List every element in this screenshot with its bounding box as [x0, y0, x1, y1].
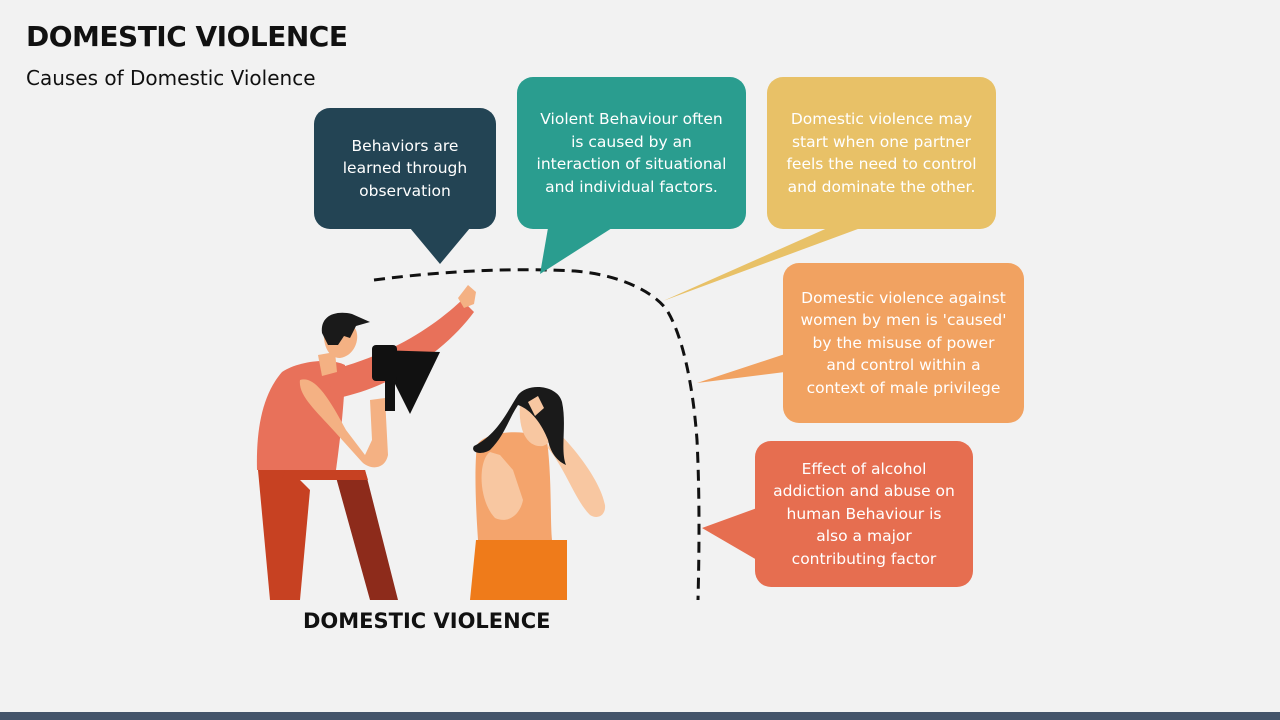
slide-title: DOMESTIC VIOLENCE: [26, 20, 348, 53]
man-figure: [256, 285, 476, 600]
cause-bubble-learned-behavior: Behaviors are learned through observatio…: [314, 108, 496, 229]
dashed-arc: [373, 268, 701, 601]
footer-bar: [0, 712, 1280, 720]
cause-bubble-situational-factors: Violent Behaviour often is caused by an …: [517, 77, 746, 229]
cause-bubble-misuse-of-power: Domestic violence against women by men i…: [783, 263, 1024, 423]
illustration-label: DOMESTIC VIOLENCE: [303, 609, 551, 633]
bubble-pointer-1: [410, 228, 470, 264]
bubble-pointer-2: [540, 228, 612, 274]
cause-bubble-alcohol: Effect of alcohol addiction and abuse on…: [755, 441, 973, 587]
slide-subtitle: Causes of Domestic Violence: [26, 66, 316, 90]
woman-figure: [470, 386, 606, 600]
cause-bubble-control: Domestic violence may start when one par…: [767, 77, 996, 229]
bubble-pointer-4: [697, 354, 785, 383]
bubble-pointer-3: [663, 226, 866, 301]
bubble-pointer-5: [702, 508, 757, 560]
